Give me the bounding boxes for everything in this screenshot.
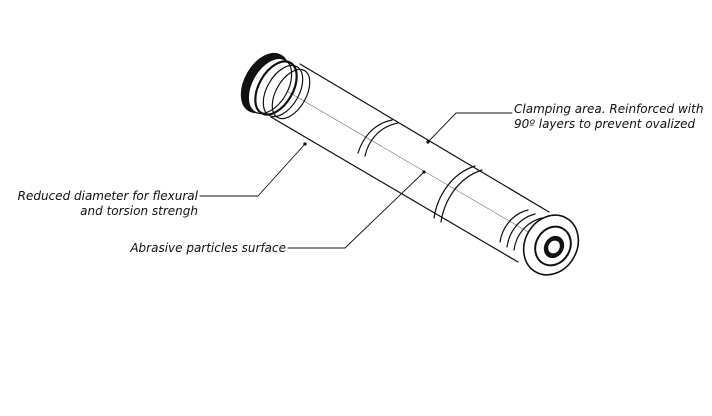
right-step-ring (433, 165, 483, 223)
tube-body (270, 63, 550, 263)
callout-clamping-area: Clamping area. Reinforced with 90º layer… (514, 102, 703, 132)
callout-abrasive-line1: Abrasive particles surface (130, 241, 286, 255)
callout-reduced-line2: and torsion strengh (80, 204, 198, 218)
callout-abrasive-surface: Abrasive particles surface (130, 241, 286, 256)
callout-reduced-line1: Reduced diameter for flexural (17, 189, 198, 203)
leader-abrasive (287, 170, 426, 249)
left-end-cap (240, 52, 311, 120)
leader-reduced (199, 142, 307, 197)
right-collar (499, 209, 543, 251)
callout-reduced-diameter: Reduced diameter for flexural and torsio… (18, 189, 198, 219)
left-step-ring (357, 119, 399, 157)
callout-clamping-line1: Clamping area. Reinforced with (514, 102, 704, 116)
callout-clamping-line2: 90º layers to prevent ovalized (514, 117, 696, 131)
leader-clamping (426, 112, 513, 144)
right-end-cap (522, 214, 580, 276)
